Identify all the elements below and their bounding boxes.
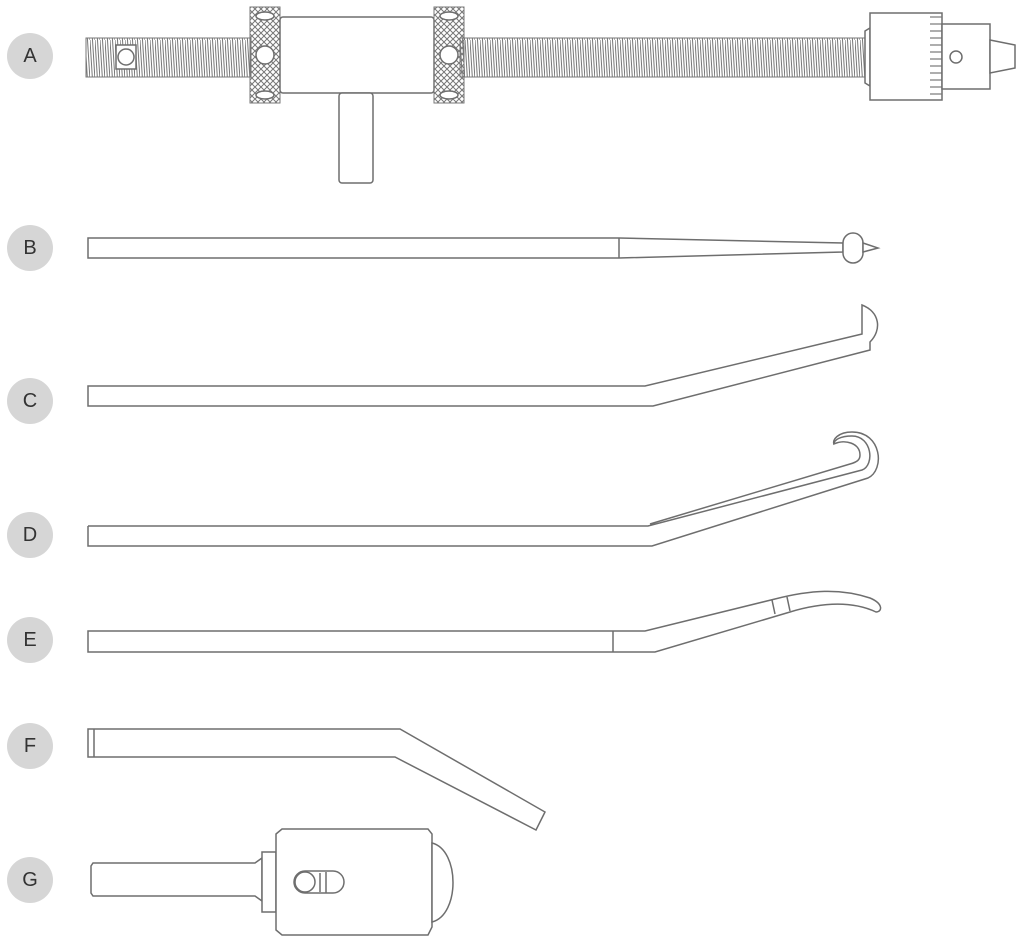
label-e-text: E (23, 628, 37, 651)
label-g-text: G (22, 868, 38, 891)
tool-e (87, 590, 882, 653)
label-f-text: F (23, 734, 37, 757)
label-b: B (7, 225, 53, 271)
tool-b (87, 232, 881, 264)
tool-d (87, 431, 880, 547)
label-e: E (7, 617, 53, 663)
label-a-text: A (23, 44, 37, 67)
label-d-text: D (22, 523, 38, 546)
label-b-text: B (23, 236, 37, 259)
tool-g (90, 828, 454, 936)
label-a: A (7, 33, 53, 79)
label-c: C (7, 378, 53, 424)
tool-c (87, 303, 879, 407)
label-d: D (7, 512, 53, 558)
tool-a (85, 6, 1016, 184)
tool-f (87, 728, 546, 832)
label-g: G (7, 857, 53, 903)
label-c-text: C (22, 389, 38, 412)
label-f: F (7, 723, 53, 769)
